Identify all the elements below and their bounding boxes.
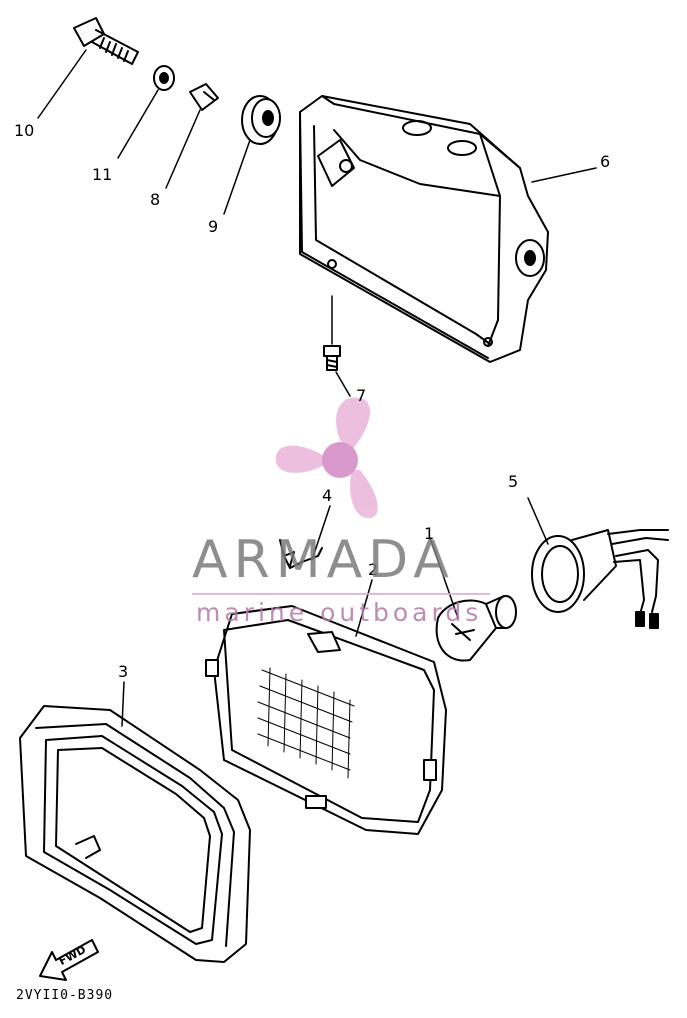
socket-part-5	[531, 529, 669, 629]
callout-8: 8	[150, 190, 161, 209]
lens-part-2	[205, 605, 447, 835]
watermark-logo	[275, 397, 378, 519]
screw-part-7	[323, 345, 341, 371]
watermark-tagline: marine outboards	[196, 598, 483, 627]
rim-part-3	[19, 705, 251, 963]
collar-part-8	[189, 83, 219, 111]
washer-part-11	[153, 65, 175, 91]
callout-2: 2	[368, 560, 379, 579]
spring-clip-part-4	[279, 539, 323, 569]
callout-11: 11	[92, 165, 113, 184]
callout-3: 3	[118, 662, 129, 681]
callout-10: 10	[14, 121, 35, 140]
callout-1: 1	[424, 524, 435, 543]
bolt-part-10	[73, 17, 139, 65]
grommet-part-9	[241, 95, 281, 145]
callout-9: 9	[208, 217, 219, 236]
callout-7: 7	[356, 386, 367, 405]
watermark-divider	[192, 593, 490, 595]
leader-lines	[37, 49, 597, 727]
housing-part-6	[299, 95, 549, 363]
callout-6: 6	[600, 152, 611, 171]
watermark-brand: ARMADA	[192, 530, 455, 590]
callout-5: 5	[508, 472, 519, 491]
callout-4: 4	[322, 486, 333, 505]
fwd-arrow-icon	[39, 939, 99, 981]
drawing-code: 2VYII0-B390	[16, 988, 114, 1003]
bulb-part-1	[435, 595, 517, 662]
